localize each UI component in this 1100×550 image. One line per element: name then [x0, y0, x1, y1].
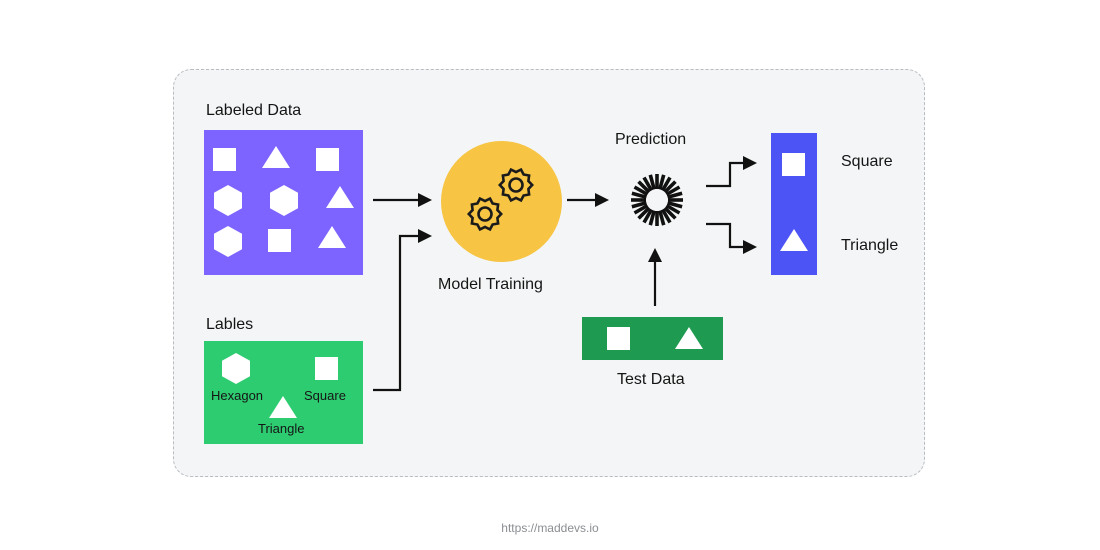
triangle-label: Triangle [258, 421, 305, 436]
gears-icon [467, 167, 534, 232]
triangle-shape [326, 186, 354, 208]
hexagon-shape [214, 226, 242, 257]
square-shape [316, 148, 339, 171]
hexagon-label: Hexagon [211, 388, 264, 403]
square-shape [782, 153, 805, 176]
triangle-shape [318, 226, 346, 248]
triangle-shape [262, 146, 290, 168]
hexagon-shape [270, 185, 298, 216]
footer-url: https://maddevs.io [501, 521, 599, 535]
model-training-title: Model Training [438, 276, 543, 293]
square-shape [268, 229, 291, 252]
hexagon-shape [222, 353, 250, 384]
square-shape [607, 327, 630, 350]
output-box [771, 133, 817, 275]
prediction-title: Prediction [615, 131, 687, 148]
test-data-title: Test Data [617, 371, 685, 388]
output-triangle-label: Triangle [841, 237, 899, 254]
labels-title: Lables [206, 316, 254, 333]
test-data-box [582, 317, 723, 360]
hexagon-shape [214, 185, 242, 216]
labeled-data-title: Labeled Data [206, 102, 302, 119]
labeled-data-box [204, 130, 363, 275]
labels-box: Hexagon Square Triangle [204, 341, 363, 444]
model-training-circle [441, 141, 562, 262]
triangle-shape [269, 396, 297, 418]
triangle-shape [780, 229, 808, 251]
square-shape [213, 148, 236, 171]
triangle-shape [675, 327, 703, 349]
square-label: Square [304, 388, 346, 403]
square-shape [315, 357, 338, 380]
output-square-label: Square [841, 153, 893, 170]
